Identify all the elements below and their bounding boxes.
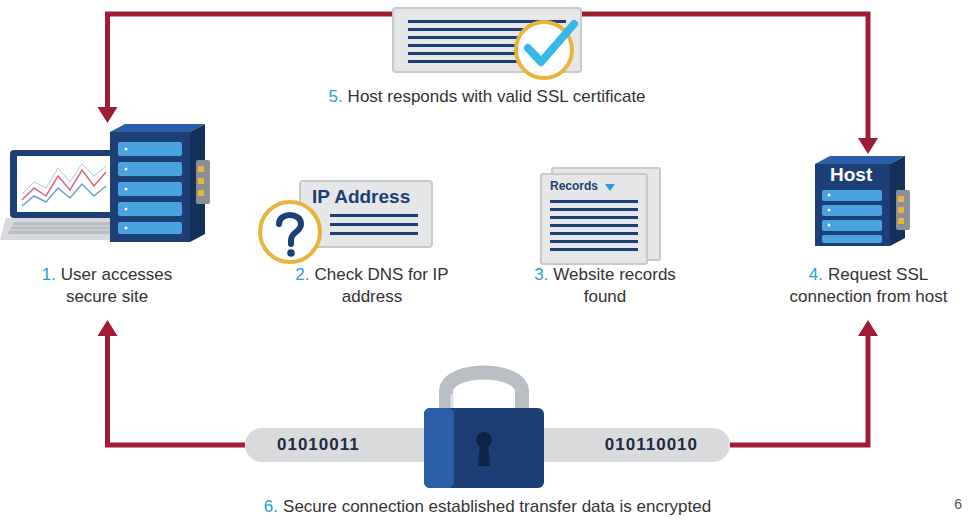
step-number: 3. xyxy=(534,265,548,284)
connector-line xyxy=(581,14,868,140)
step-number: 2. xyxy=(295,265,309,284)
step-caption: 4.Request SSL connection from host xyxy=(776,264,961,308)
server-icon xyxy=(110,124,210,242)
step-node: Host 4.Request SSL connection from host xyxy=(770,156,966,312)
lock-icon xyxy=(245,373,730,489)
step-text: Host responds with valid SSL certificate xyxy=(348,87,646,106)
step-node: Records 3. Website records found xyxy=(530,165,680,312)
arrowhead xyxy=(858,138,878,154)
step-text: User accesses secure site xyxy=(61,265,172,306)
binary-text: 01010011 xyxy=(277,435,360,455)
binary-text: 010110010 xyxy=(605,435,698,455)
step-text: Website records found xyxy=(553,265,676,306)
arrowhead xyxy=(98,320,118,336)
connector-arrow xyxy=(98,14,394,123)
encrypted-band: 010100110101100106.Secure connection est… xyxy=(245,428,730,462)
card-title: Records xyxy=(550,179,598,193)
ip-card-icon xyxy=(260,181,432,262)
step-number: 6. xyxy=(264,497,278,516)
step-node: IP Address 2. Check DNS for IP address xyxy=(250,178,450,312)
card-title: IP Address xyxy=(312,186,410,208)
step-node: 5.Host responds with valid SSL certifica… xyxy=(393,8,581,72)
certificate-icon xyxy=(393,8,581,78)
step-caption: 5. Host responds with valid SSL certifica… xyxy=(328,86,645,108)
step-number: 4. xyxy=(809,265,823,284)
connector-arrow xyxy=(98,320,246,445)
step-number: 1. xyxy=(42,265,56,284)
arrowhead xyxy=(98,107,118,123)
connector-line xyxy=(108,334,246,445)
records-icon xyxy=(541,168,660,264)
server-label: Host xyxy=(830,164,872,186)
step-caption: 6. Secure connection established transfer… xyxy=(264,496,711,518)
page-number: 6 xyxy=(954,496,962,512)
step-text: Secure connection established transfer d… xyxy=(283,497,711,516)
host-server-icon xyxy=(815,156,910,246)
connector-arrow xyxy=(730,320,878,445)
step-caption: 3. Website records found xyxy=(525,264,685,308)
step-number: 5. xyxy=(328,87,342,106)
step-text: Check DNS for IP address xyxy=(315,265,449,306)
connector-arrow xyxy=(581,14,878,154)
step-caption: 1. User accesses secure site xyxy=(27,264,187,308)
connector-line xyxy=(730,334,868,445)
step-caption: 2. Check DNS for IP address xyxy=(292,264,452,308)
arrowhead xyxy=(858,320,878,336)
step-node: 1. User accesses secure site xyxy=(5,125,210,312)
